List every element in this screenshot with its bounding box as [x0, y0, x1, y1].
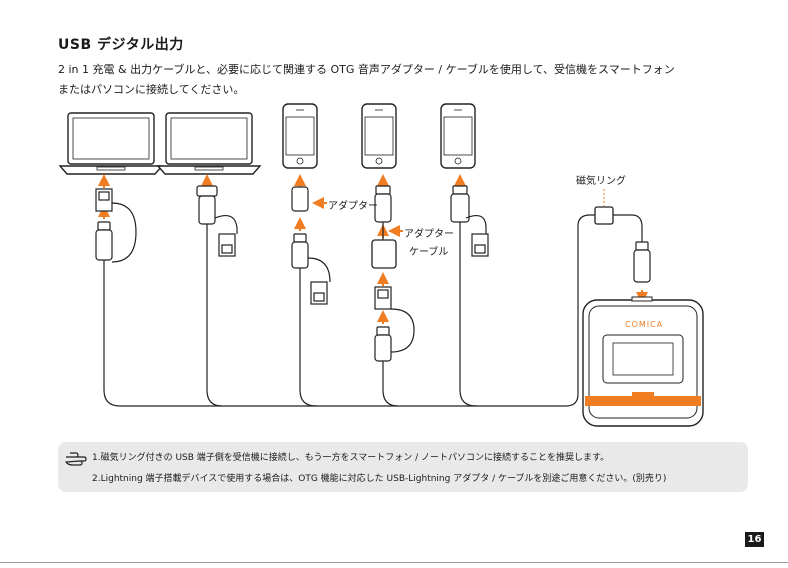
page-number: 16	[745, 532, 764, 547]
magnetic-ring-icon	[595, 207, 613, 224]
connection-diagram	[0, 0, 788, 440]
note-1: 1.磁気リング付きの USB 端子側を受信機に接続し、もう一方をスマートフォン …	[92, 450, 609, 463]
receiver-brand-label: COMICA	[625, 320, 663, 329]
receiver-device-icon	[583, 297, 703, 426]
adapter-cable-label-2: ケーブル	[409, 243, 448, 258]
otg-adapter-icon	[372, 240, 396, 268]
notes-box: 1.磁気リング付きの USB 端子側を受信機に接続し、もう一方をスマートフォン …	[58, 442, 748, 492]
note-2: 2.Lightning 端子搭載デバイスで使用する場合は、OTG 機能に対応した…	[92, 471, 666, 484]
adapter-label: アダプター	[328, 197, 378, 212]
smartphone-icon	[362, 104, 396, 168]
smartphone-icon	[441, 104, 475, 168]
adapter-cable-label-1: アダプター	[404, 225, 454, 240]
cable-lines	[104, 203, 642, 406]
laptop-icon	[158, 113, 260, 174]
usb-c-plug-icon	[96, 186, 650, 361]
laptop-icon	[60, 113, 162, 174]
footer-divider	[0, 562, 788, 563]
magnetic-ring-label: 磁気リング	[576, 172, 626, 187]
pointing-hand-icon	[64, 448, 88, 468]
smartphone-icon	[283, 104, 317, 168]
